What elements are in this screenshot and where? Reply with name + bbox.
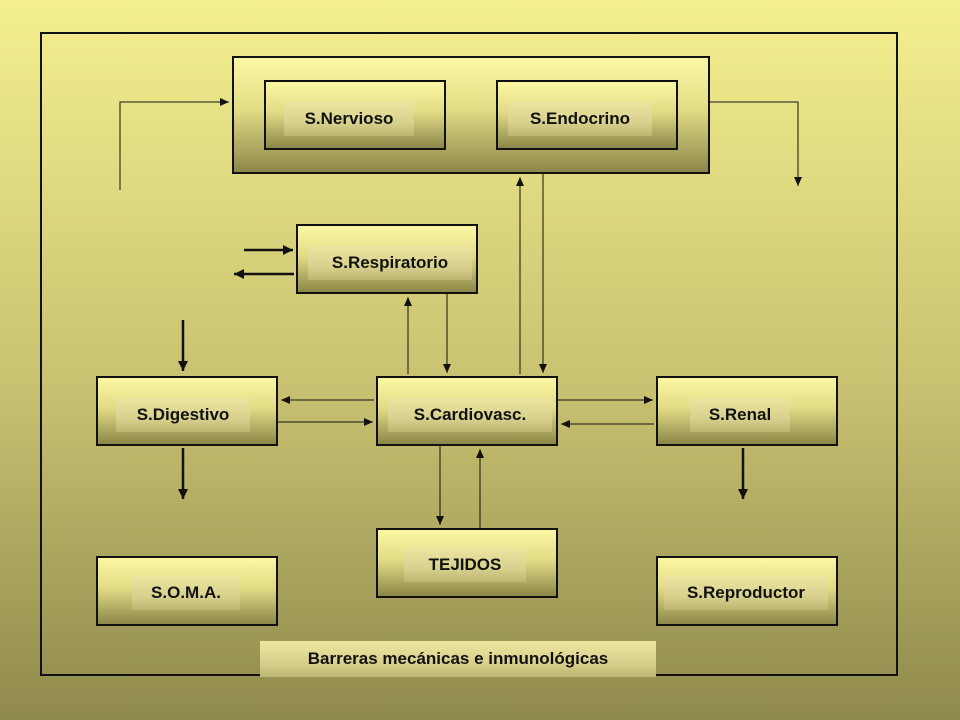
arrow-input-to-control	[119, 98, 229, 190]
respiratorio-label: S.Respiratorio	[308, 246, 472, 280]
endocrino-label: S.Endocrino	[508, 102, 652, 136]
renal-label: S.Renal	[690, 398, 790, 432]
nervioso-label: S.Nervioso	[284, 102, 414, 136]
footer-barriers-label: Barreras mecánicas e inmunológicas	[260, 641, 656, 677]
tejidos-label: TEJIDOS	[404, 548, 526, 582]
arrow-control-output	[710, 101, 802, 186]
soma-label: S.O.M.A.	[132, 576, 240, 610]
cardiovasc-label: S.Cardiovasc.	[388, 398, 552, 432]
digestivo-label: S.Digestivo	[116, 398, 250, 432]
reproductor-label: S.Reproductor	[664, 576, 828, 610]
